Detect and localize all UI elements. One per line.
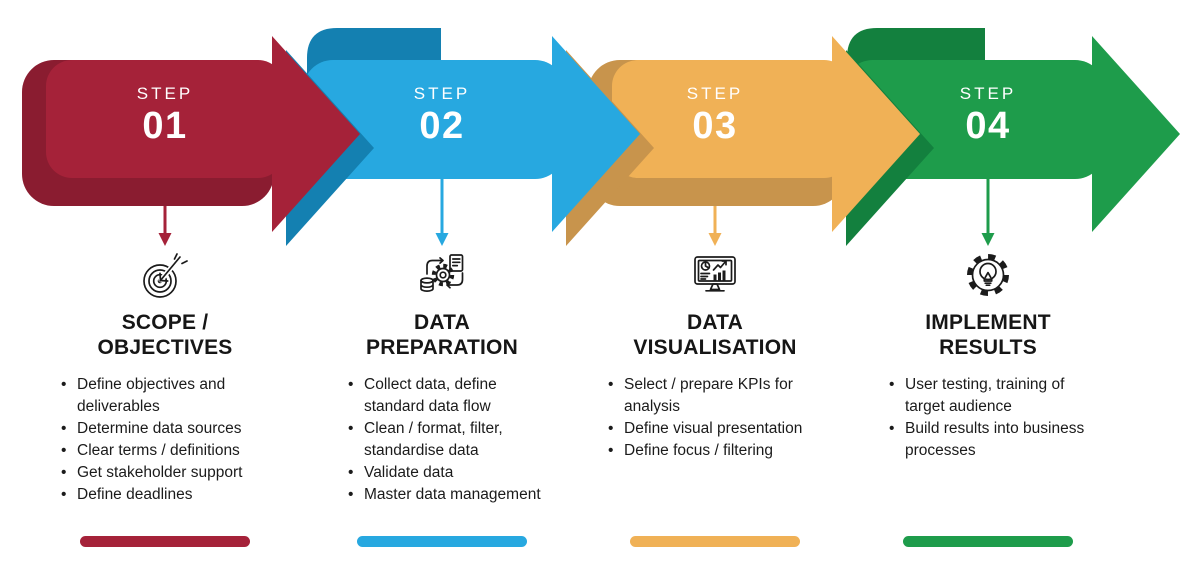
step1-number: 01 (142, 105, 188, 147)
step1-connector (158, 206, 172, 246)
step2-underline-bar (357, 536, 527, 547)
step2-number: 02 (419, 105, 465, 147)
step3-arrow-body (612, 60, 850, 178)
step4-title-line2: RESULTS (939, 335, 1037, 359)
step4-title-line1: IMPLEMENT (925, 311, 1051, 334)
step3-label: STEP (686, 84, 744, 103)
step3-bullet-list: Select / prepare KPIs for analysis Defin… (607, 374, 824, 462)
list-item: Clear terms / definitions (60, 440, 267, 462)
step2-title-line2: PREPARATION (366, 335, 518, 359)
step2-title: DATA PREPARATION (322, 311, 562, 360)
step4-number: 04 (965, 105, 1011, 147)
step1-underline-bar (80, 536, 250, 547)
step2-title-line1: DATA (413, 311, 470, 334)
step1-title: SCOPE / OBJECTIVES (45, 311, 285, 360)
list-item: Validate data (347, 462, 544, 484)
list-item: Define deadlines (60, 484, 267, 506)
step3-number: 03 (692, 105, 738, 147)
step1-connector-arrowhead (158, 233, 172, 246)
step1-bullet-list: Define objectives and deliverables Deter… (60, 374, 267, 506)
step3-connector (708, 206, 722, 246)
step2-arrow-head (552, 36, 640, 232)
step4-arrow-head (1092, 36, 1180, 232)
step2-label: STEP (413, 84, 471, 103)
step3-arrow (588, 60, 850, 206)
list-item: Determine data sources (60, 418, 267, 440)
step3-underline-bar (630, 536, 800, 547)
step4-header: STEP 04 (908, 84, 1068, 146)
list-item: Define visual presentation (607, 418, 824, 440)
list-item: Collect data, define standard data flow (347, 374, 544, 418)
list-item: Select / prepare KPIs for analysis (607, 374, 824, 418)
step2-connector-arrowhead (435, 233, 449, 246)
list-item: Define focus / filtering (607, 440, 824, 462)
list-item: Define objectives and deliverables (60, 374, 267, 418)
step2-bullet-list: Collect data, define standard data flow … (347, 374, 544, 506)
step1-title-line2: OBJECTIVES (97, 335, 233, 359)
data-process-icon (414, 248, 470, 304)
step3-title-line2: VISUALISATION (633, 335, 797, 359)
step1-arrow-head (272, 36, 360, 232)
step4-connector-arrowhead (981, 233, 995, 246)
list-item: Clean / format, filter, standardise data (347, 418, 544, 462)
step1-label: STEP (136, 84, 194, 103)
step3-header: STEP 03 (635, 84, 795, 146)
list-item: Master data management (347, 484, 544, 506)
step1-title-line1: SCOPE / (121, 311, 209, 334)
step1-arrow (22, 60, 284, 206)
bulb-gear-icon (960, 248, 1016, 304)
step1-arrow-body (46, 60, 284, 178)
step1-header: STEP 01 (85, 84, 245, 146)
step4-title: IMPLEMENT RESULTS (868, 311, 1108, 360)
list-item: Build results into business processes (888, 418, 1097, 462)
step4-connector (981, 179, 995, 246)
step2-header: STEP 02 (362, 84, 522, 146)
list-item: User testing, training of target audienc… (888, 374, 1097, 418)
list-item: Get stakeholder support (60, 462, 267, 484)
step4-bullet-list: User testing, training of target audienc… (888, 374, 1097, 462)
target-dart-icon (137, 248, 193, 304)
dashboard-icon (687, 248, 743, 304)
step3-title-line1: DATA (686, 311, 743, 334)
step3-connector-arrowhead (708, 233, 722, 246)
step2-connector (435, 179, 449, 246)
step3-title: DATA VISUALISATION (595, 311, 835, 360)
step4-underline-bar (903, 536, 1073, 547)
step4-label: STEP (959, 84, 1017, 103)
step3-arrow-head (832, 36, 920, 232)
